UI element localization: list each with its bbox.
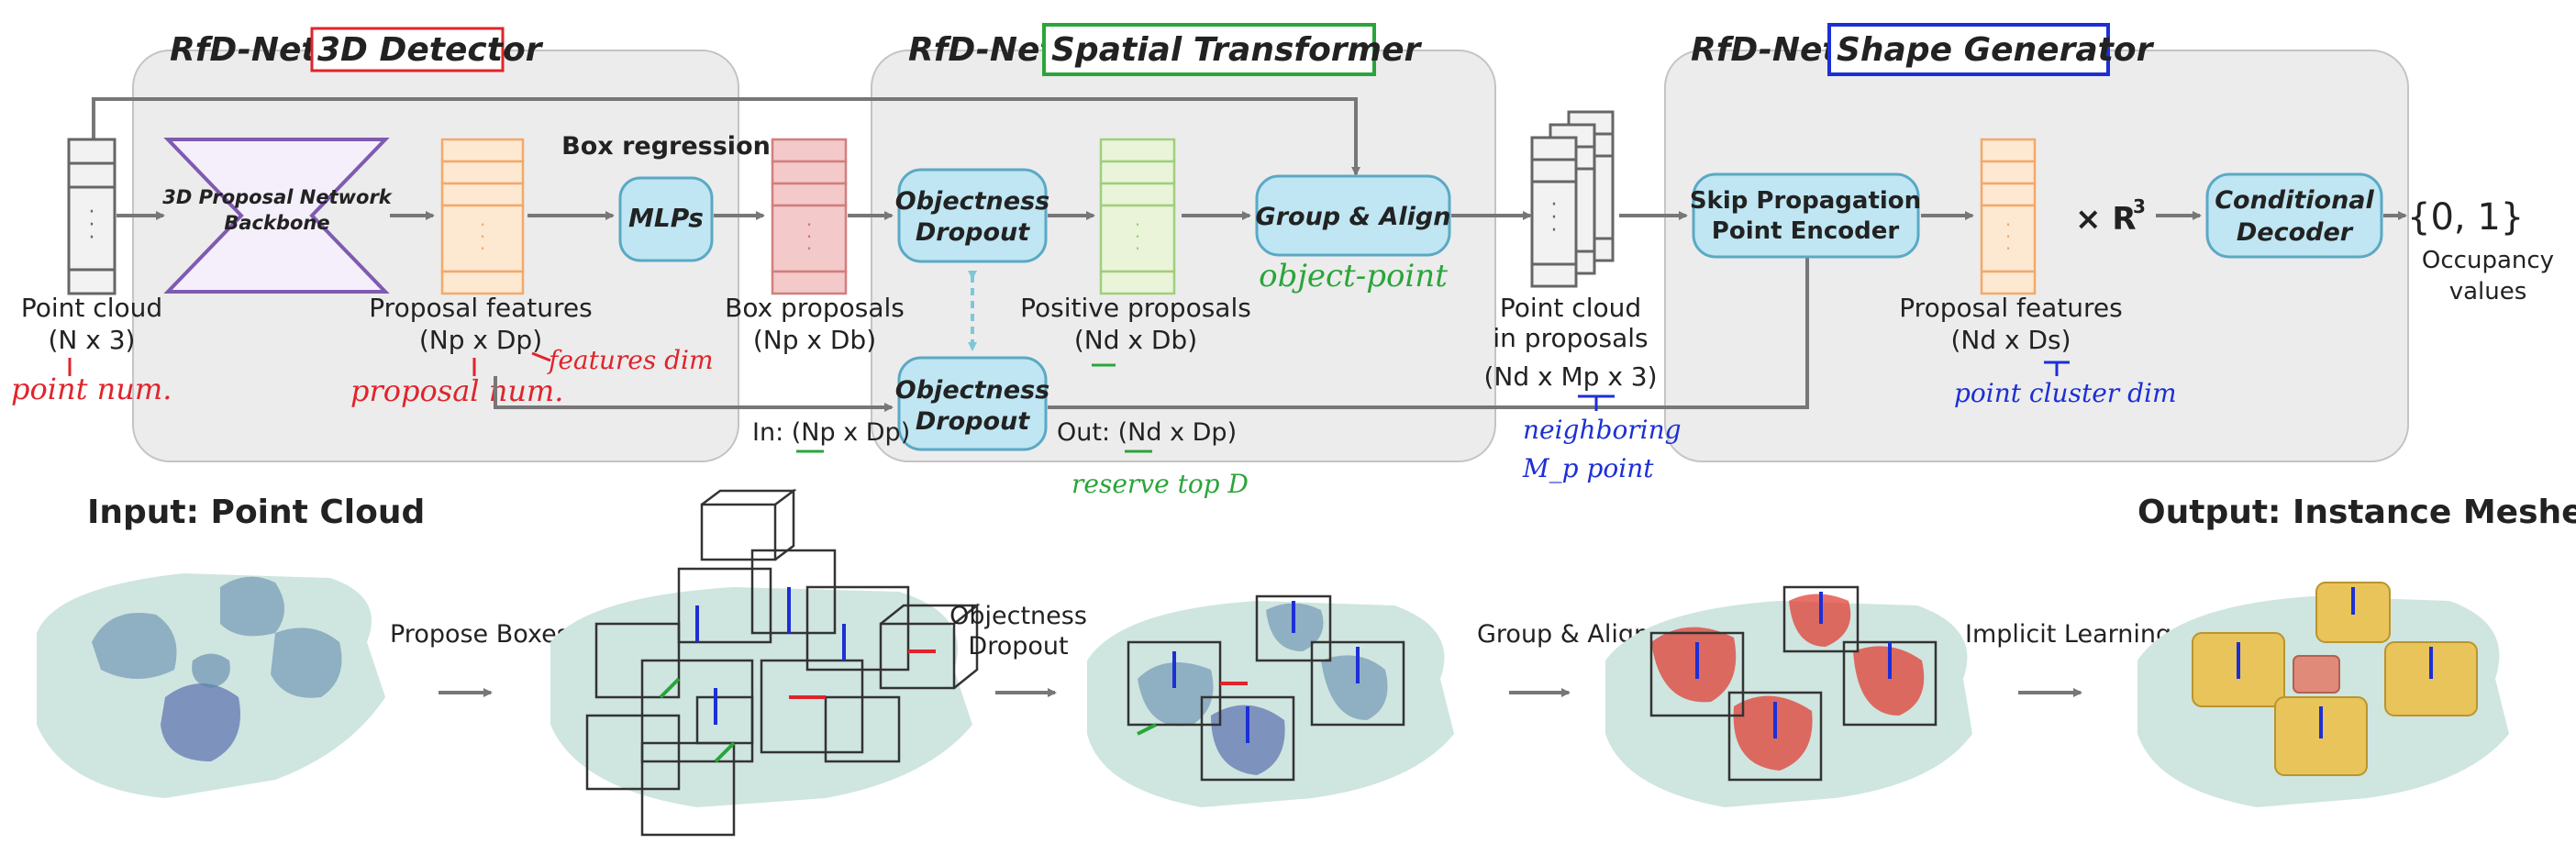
times-r3: × R	[2075, 201, 2137, 238]
svg-text:·: ·	[2005, 214, 2011, 236]
svg-text:·: ·	[806, 238, 812, 260]
svg-text:·: ·	[1551, 219, 1558, 242]
proposal-features-2-dim: (Nd x Ds)	[1950, 325, 2071, 355]
input-point-cloud-image	[37, 573, 385, 798]
svg-text:·: ·	[2005, 226, 2011, 248]
pc-in-proposals-label-1: Point cloud	[1500, 293, 1641, 323]
times-r3-sup: 3	[2133, 195, 2146, 217]
point-cloud-tensor: · · ·	[67, 138, 117, 295]
output-meshes-image	[2137, 582, 2509, 807]
svg-text:·: ·	[1551, 206, 1558, 229]
mlps-label: MLPs	[628, 203, 704, 233]
panel-prefix: RfD-Net:	[1691, 31, 1851, 69]
arrow-to-skip-propagation	[1048, 218, 1812, 409]
panel-title: 3D Detector	[317, 31, 544, 69]
proposal-features-tensor-2: · · ·	[1980, 138, 2037, 295]
step-objectness-1: Objectness	[949, 602, 1087, 630]
panel-title: Shape Generator	[1837, 31, 2155, 69]
objectness-dropout-label-1: Objectness	[895, 187, 1049, 216]
skip-propagation-encoder-node	[1692, 172, 1920, 259]
panel-title: Spatial Transformer	[1051, 31, 1422, 69]
objectness-dropout-node-2	[897, 356, 1048, 451]
in-dim-label: In: (Np x Dp)	[752, 418, 910, 447]
annotation-reserve-top: reserve top D	[1071, 469, 1249, 499]
svg-text:·: ·	[806, 226, 812, 248]
point-cloud-in-proposals-stack: · · ·	[1530, 110, 1615, 288]
proposal-network-backbone: 3D Proposal Network Backbone	[162, 138, 394, 294]
svg-text:·: ·	[480, 238, 485, 260]
svg-text:·: ·	[89, 201, 95, 224]
arrow-to-dropout-2	[494, 376, 894, 412]
svg-text:·: ·	[2005, 238, 2011, 260]
annotation-neighboring: neighboring	[1523, 415, 1682, 445]
pc-in-proposals-dim: (Nd x Mp x 3)	[1483, 361, 1657, 392]
pc-in-proposals-label-2: in proposals	[1493, 323, 1648, 353]
objectness-dropout-node	[897, 168, 1048, 263]
svg-text:·: ·	[1135, 238, 1140, 260]
annotation-mp-point: M_p point	[1522, 453, 1654, 483]
annotation-object-point: object-point	[1259, 258, 1448, 294]
grouped-points-image	[1605, 585, 1972, 807]
point-cloud-dim: (N x 3)	[49, 325, 136, 355]
proposed-boxes-image	[550, 488, 981, 837]
encoder-label-2: Point Encoder	[1712, 217, 1900, 245]
objectness-dropout-2-label-1: Objectness	[895, 376, 1049, 405]
panel-title-highlight	[1827, 23, 2110, 76]
out-dim-label: Out: (Nd x Dp)	[1057, 418, 1237, 447]
svg-text:·: ·	[1135, 226, 1140, 248]
decoder-label-2: Decoder	[2237, 218, 2354, 247]
positive-proposals-dim: (Nd x Db)	[1074, 325, 1197, 355]
box-proposals-tensor: · · ·	[771, 138, 848, 295]
output-title: Output: Instance Meshes	[2137, 494, 2576, 531]
proposal-features-dim: (Np x Dp)	[419, 325, 542, 355]
group-align-node	[1255, 174, 1451, 257]
group-align-label: Group & Align	[1256, 203, 1451, 231]
objectness-dropout-2-label-2: Dropout	[916, 407, 1030, 436]
backbone-label-2: Backbone	[224, 212, 329, 234]
svg-text:·: ·	[89, 214, 95, 237]
input-title: Input: Point Cloud	[87, 494, 425, 531]
panel-title-highlight	[310, 27, 505, 72]
proposal-features-label: Proposal features	[369, 293, 592, 323]
annotation-point-cluster-dim: point cluster dim	[1954, 378, 2177, 408]
step-group-align: Group & Align	[1477, 620, 1649, 649]
step-implicit-learning: Implicit Learning	[1965, 620, 2171, 649]
step-objectness-2: Dropout	[968, 632, 1068, 661]
panel-title-highlight	[1042, 23, 1376, 76]
occupancy-label-2: values	[2449, 278, 2527, 305]
encoder-label-1: Skip Propagation	[1690, 187, 1921, 215]
box-regression-label: Box regression	[561, 132, 771, 161]
conditional-decoder-node	[2205, 172, 2383, 259]
svg-text:·: ·	[480, 226, 485, 248]
decoder-label-1: Conditional	[2215, 186, 2374, 215]
mlps-node	[618, 176, 714, 262]
panel-prefix: RfD-Net:	[170, 31, 330, 69]
svg-text:·: ·	[480, 214, 485, 236]
svg-text:·: ·	[806, 214, 812, 236]
objectness-dropout-label-2: Dropout	[916, 218, 1030, 247]
panel-shape-generator: RfD-Net: Shape Generator	[1664, 23, 2409, 462]
svg-text:·: ·	[89, 227, 95, 250]
point-cloud-label: Point cloud	[21, 293, 162, 323]
backbone-label-1: 3D Proposal Network	[162, 186, 394, 208]
proposal-features-2-label: Proposal features	[1899, 293, 2122, 323]
step-propose-boxes: Propose Boxes	[390, 620, 570, 649]
annotation-features-dim: features dim	[547, 345, 714, 375]
positive-proposals-label: Positive proposals	[1020, 293, 1251, 323]
occupancy-set: {0, 1}	[2407, 196, 2524, 239]
occupancy-label-1: Occupancy	[2422, 247, 2554, 274]
svg-text:·: ·	[1551, 194, 1558, 216]
box-proposals-dim: (Np x Db)	[753, 325, 876, 355]
skip-arrow-point-cloud	[92, 97, 1360, 176]
svg-text:·: ·	[1135, 214, 1140, 236]
proposal-features-tensor: · · ·	[440, 138, 525, 295]
positive-proposals-tensor: · · ·	[1099, 138, 1176, 295]
box-proposals-label: Box proposals	[725, 293, 905, 323]
dropout-boxes-image	[1087, 594, 1454, 807]
annotation-point-num: point num.	[11, 372, 172, 406]
panel-prefix: RfD-Net:	[908, 31, 1069, 69]
annotation-proposal-num: proposal num.	[350, 373, 563, 408]
